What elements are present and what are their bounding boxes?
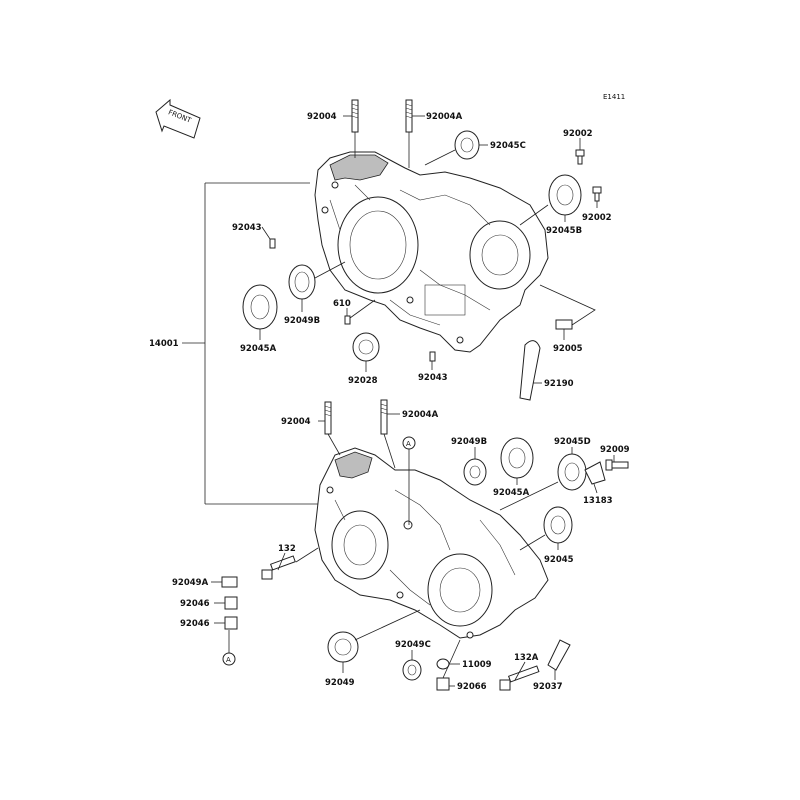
- label-92002-b: 92002: [582, 213, 612, 223]
- pin-610: [344, 299, 376, 325]
- bolt-92002-a: [575, 149, 585, 165]
- seal-92049b-top: [288, 261, 346, 300]
- label-132a: 132A: [514, 653, 539, 663]
- label-11009: 11009: [462, 660, 492, 670]
- hose-92190: [519, 340, 541, 401]
- seal-92049: [327, 609, 421, 663]
- label-92046-a: 92046: [180, 599, 210, 609]
- plate-13183: [584, 461, 606, 485]
- label-92046-b: 92046: [180, 619, 210, 629]
- stud-92004-top: [351, 99, 359, 158]
- label-92190: 92190: [544, 379, 574, 389]
- label-92004-top: 92004: [307, 112, 337, 122]
- dowel-92043-bottom: [429, 351, 436, 362]
- upper-crankcase-half: [314, 151, 549, 353]
- stud-92004a-top: [405, 99, 413, 168]
- collar-92046-b: [224, 616, 238, 630]
- label-92005: 92005: [553, 344, 583, 354]
- label-92045d: 92045D: [554, 437, 591, 447]
- collar-92046-a: [224, 596, 238, 610]
- seal-92049c: [402, 659, 422, 681]
- label-92049c: 92049C: [395, 640, 431, 650]
- collar-92049a: [221, 576, 238, 588]
- label-92045c: 92045C: [490, 141, 526, 151]
- svg-text:A: A: [226, 656, 231, 664]
- label-92066: 92066: [457, 682, 487, 692]
- label-92045b: 92045B: [546, 226, 582, 236]
- label-132: 132: [278, 544, 296, 554]
- part-labels: 92004 92004A 92045C 92002 92002 92045B 9…: [149, 112, 630, 692]
- reference-a-bottom: A: [222, 630, 236, 666]
- svg-text:A: A: [406, 440, 411, 448]
- stud-92004a-bottom: [380, 399, 396, 469]
- bearing-92045: [519, 506, 573, 551]
- seal-92049b-bottom: [463, 458, 487, 486]
- label-92045a-bottom: 92045A: [493, 488, 530, 498]
- ring-11009: [436, 658, 450, 670]
- bearing-92045a-top: [242, 284, 278, 330]
- label-92049b-top: 92049B: [284, 316, 320, 326]
- assembly-bracket: [182, 182, 320, 505]
- front-arrow-icon: FRONT: [155, 98, 201, 139]
- label-14001: 14001: [149, 339, 179, 349]
- lower-crankcase-half: [314, 447, 549, 639]
- diagram-code: E1411: [603, 93, 625, 101]
- label-92002-a: 92002: [563, 129, 593, 139]
- label-92049: 92049: [325, 678, 355, 688]
- label-92045: 92045: [544, 555, 574, 565]
- fitting-92005: [539, 284, 596, 330]
- label-92043-top: 92043: [232, 223, 262, 233]
- label-92049b-bottom: 92049B: [451, 437, 487, 447]
- reference-a-top: A: [402, 436, 416, 525]
- label-92004a-top: 92004A: [426, 112, 463, 122]
- label-92004-bottom: 92004: [281, 417, 311, 427]
- stud-92004-bottom: [324, 401, 341, 456]
- label-92043-bottom: 92043: [418, 373, 448, 383]
- label-92045a-top: 92045A: [240, 344, 277, 354]
- bearing-92045d: [499, 453, 587, 511]
- label-92049a: 92049A: [172, 578, 209, 588]
- collar-92028: [352, 332, 380, 362]
- label-92028: 92028: [348, 376, 378, 386]
- label-92009: 92009: [600, 445, 630, 455]
- bolt-132: [261, 547, 319, 580]
- label-13183: 13183: [583, 496, 613, 506]
- bolt-92002-b: [592, 186, 602, 202]
- bearing-92045a-bottom: [500, 437, 534, 479]
- label-610: 610: [333, 299, 351, 309]
- clamp-92037: [547, 639, 571, 671]
- plug-92066: [436, 639, 461, 691]
- bearing-92045c: [424, 130, 480, 166]
- label-92037: 92037: [533, 682, 563, 692]
- dowel-92043-top: [269, 238, 276, 249]
- bolt-92009: [605, 459, 629, 471]
- label-92004a-bottom: 92004A: [402, 410, 439, 420]
- leader-lines: [211, 115, 615, 687]
